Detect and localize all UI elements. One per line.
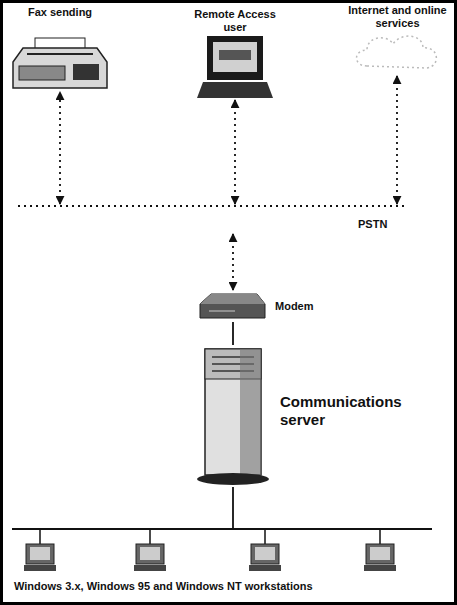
fax-handset <box>19 66 65 80</box>
bus-drop <box>39 529 41 544</box>
node-label: Fax sending <box>5 6 115 19</box>
server-base <box>197 473 269 485</box>
workstation-base <box>134 565 166 571</box>
workstation-screen <box>255 547 275 560</box>
laptop-keyboard <box>197 82 273 98</box>
workstation-monitor <box>136 544 164 564</box>
pstn-band: PSTN <box>18 204 418 234</box>
bus-drop <box>264 529 266 544</box>
modem-top <box>200 294 265 304</box>
fax-node: Fax sending <box>5 4 115 92</box>
pstn-line <box>18 205 408 207</box>
server-tower <box>205 349 261 475</box>
bus-drop <box>379 529 381 544</box>
node-label: Internet and online services <box>345 4 450 30</box>
fax-slot <box>27 53 93 55</box>
internet-node: Internet and online services <box>345 4 450 76</box>
node-label: Modem <box>275 300 325 313</box>
node-label: Remote Access user <box>185 8 285 34</box>
laptop-window <box>219 50 251 60</box>
workstations-node: Windows 3.x, Windows 95 and Windows NT w… <box>12 528 444 600</box>
laptop-node: Remote Access user <box>175 6 295 100</box>
internet-cloud <box>357 36 437 68</box>
connector <box>232 487 234 528</box>
bus-drop <box>149 529 151 544</box>
workstation-screen <box>30 547 50 560</box>
node-label: PSTN <box>358 218 414 231</box>
workstation-screen <box>140 547 160 560</box>
network-bus <box>12 528 432 530</box>
workstation-monitor <box>251 544 279 564</box>
connector <box>232 234 234 290</box>
laptop-lid <box>207 36 263 80</box>
modem-lights <box>209 311 235 312</box>
server-side <box>240 349 261 475</box>
connector <box>396 76 398 204</box>
node-label: Windows 3.x, Windows 95 and Windows NT w… <box>14 580 434 593</box>
modem-node: Modem <box>195 290 325 322</box>
fax-body <box>13 48 107 88</box>
workstation-screen <box>370 547 390 560</box>
connector <box>232 322 234 345</box>
connector <box>234 100 236 204</box>
workstation-monitor <box>366 544 394 564</box>
workstation-base <box>24 565 56 571</box>
workstation-base <box>249 565 281 571</box>
node-label: Communications server <box>280 393 430 429</box>
workstation-base <box>364 565 396 571</box>
laptop-screen <box>213 42 257 72</box>
modem-body <box>200 294 265 318</box>
fax-keypad <box>73 64 99 80</box>
laptop-icon <box>175 6 295 100</box>
workstation-monitor <box>26 544 54 564</box>
connector <box>59 92 61 204</box>
server-node: Communications server <box>200 345 440 487</box>
